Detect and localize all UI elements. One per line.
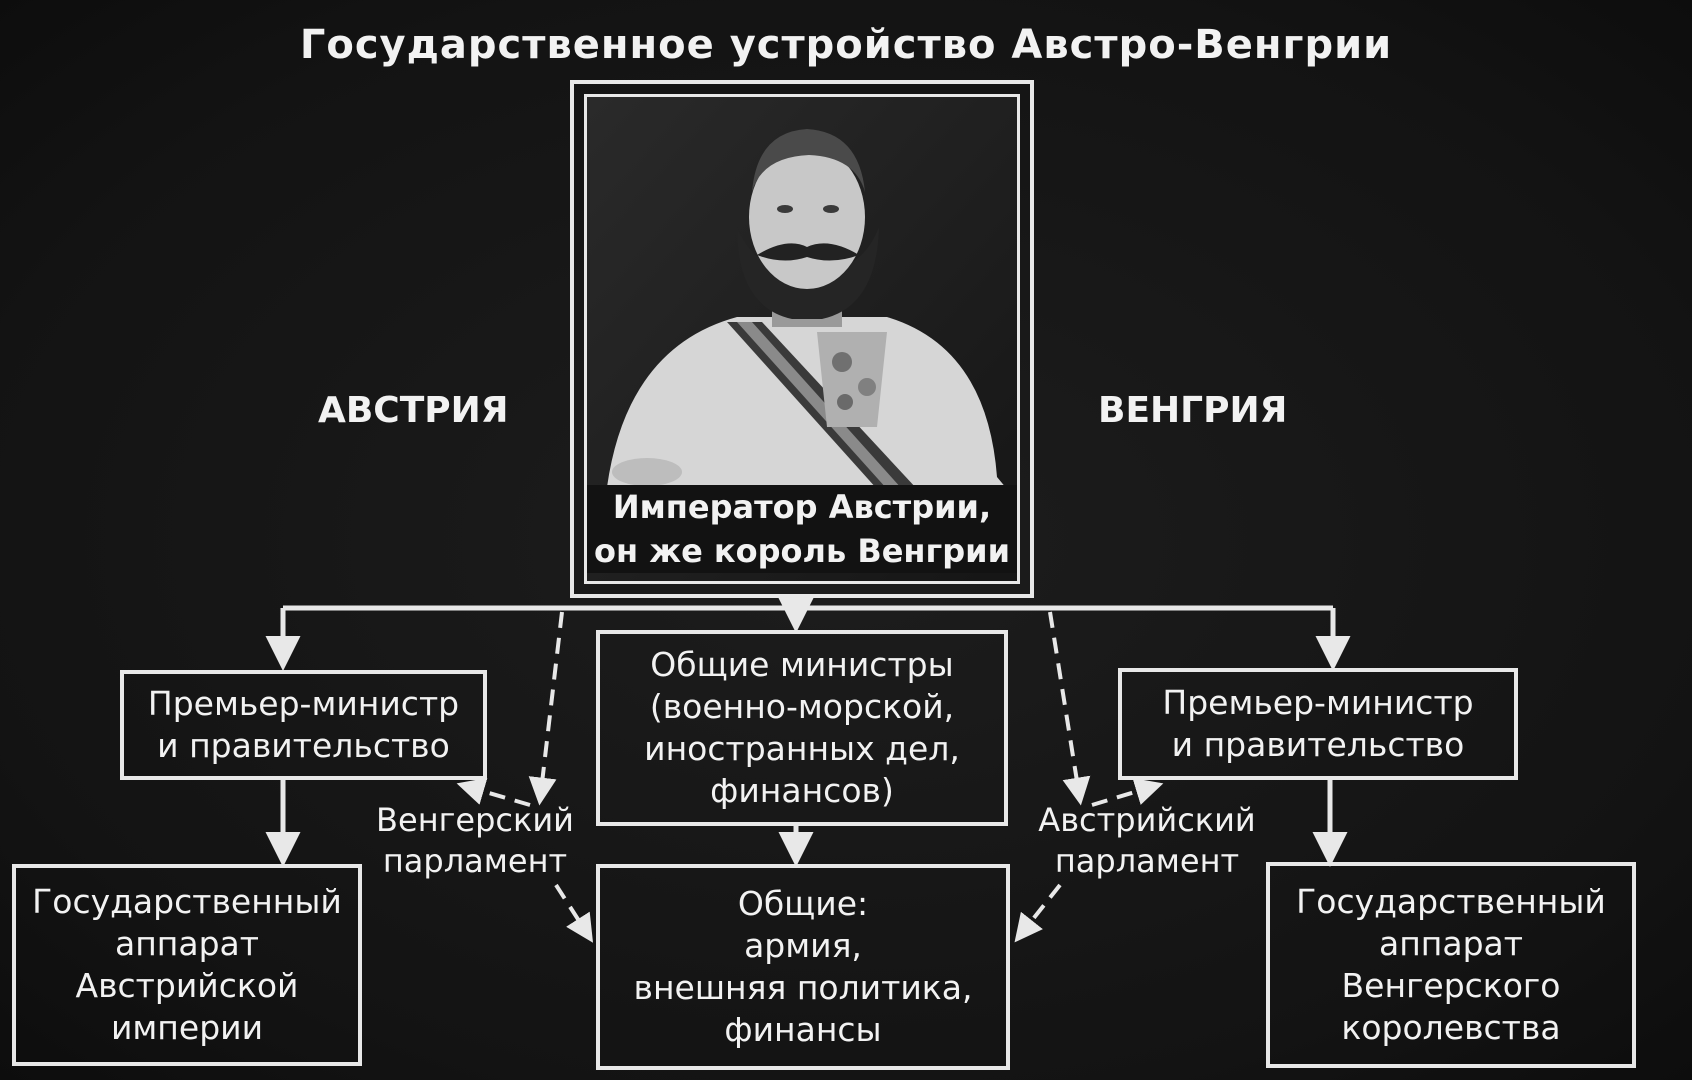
- right-apparatus-line4: королевства: [1341, 1008, 1561, 1047]
- right-apparatus-line1: Государственный: [1296, 882, 1606, 921]
- emperor-caption-line1: Император Австрии,: [612, 488, 992, 526]
- common-ministers-line1: Общие министры: [650, 645, 954, 684]
- common-ministers-box: Общие министры (военно-морской, иностран…: [596, 630, 1008, 826]
- common-affairs-line1: Общие:: [737, 884, 869, 923]
- left-apparatus-line4: империи: [110, 1008, 264, 1047]
- left-apparatus-line2: аппарат: [115, 924, 259, 963]
- label-austria: АВСТРИЯ: [318, 390, 509, 431]
- left-apparatus-line1: Государственный: [32, 882, 342, 921]
- right-government-box: Премьер-министр и правительство: [1118, 668, 1518, 780]
- dashed-austrian-parliament-to-common-affairs: [1014, 883, 1062, 943]
- common-ministers-line3: иностранных дел,: [644, 729, 960, 768]
- left-apparatus-box: Государственный аппарат Австрийской импе…: [12, 864, 362, 1066]
- left-government-box: Премьер-министр и правительство: [120, 670, 487, 780]
- hungarian-parliament-line2: парламент: [382, 842, 568, 880]
- diagram-title: Государственное устройство Австро-Венгри…: [299, 22, 1393, 68]
- emperor-caption-line2: он же король Венгрии: [594, 532, 1010, 570]
- label-hungary: ВЕНГРИЯ: [1098, 390, 1288, 431]
- common-affairs-line2: армия,: [744, 926, 862, 965]
- emperor-box: Император Австрии, он же король Венгрии: [570, 80, 1034, 598]
- dashed-hungarian-parliament-to-common-affairs: [554, 883, 594, 943]
- dashed-austrian-parliament-to-right-government: [1091, 778, 1164, 807]
- hungarian-parliament-line1: Венгерский: [376, 801, 574, 839]
- hungarian-parliament-label: Венгерский парламент: [360, 800, 590, 882]
- left-apparatus-line3: Австрийской: [75, 966, 299, 1005]
- right-apparatus-line3: Венгерского: [1341, 966, 1561, 1005]
- emperor-portrait: Император Австрии, он же король Венгрии: [584, 94, 1020, 584]
- dashed-emperor-to-hungarian-parliament: [528, 611, 564, 806]
- emperor-caption: Император Австрии, он же король Венгрии: [587, 485, 1017, 573]
- right-government-line2: и правительство: [1171, 725, 1465, 764]
- common-ministers-line4: финансов): [710, 771, 894, 810]
- dashed-emperor-to-austrian-parliament: [1048, 611, 1091, 806]
- austrian-parliament-line2: парламент: [1054, 842, 1240, 880]
- common-affairs-line4: финансы: [724, 1010, 882, 1049]
- right-government-line1: Премьер-министр: [1162, 683, 1474, 722]
- left-government-line1: Премьер-министр: [147, 684, 460, 723]
- right-apparatus-box: Государственный аппарат Венгерского коро…: [1266, 862, 1636, 1068]
- common-ministers-line2: (военно-морской,: [649, 687, 955, 726]
- right-apparatus-line2: аппарат: [1379, 924, 1523, 963]
- left-government-line2: и правительство: [157, 726, 450, 765]
- dashed-hungarian-parliament-to-left-government: [456, 777, 531, 807]
- austrian-parliament-label: Австрийский парламент: [1012, 800, 1282, 882]
- common-affairs-line3: внешняя политика,: [633, 968, 973, 1007]
- common-affairs-box: Общие: армия, внешняя политика, финансы: [596, 864, 1010, 1070]
- austrian-parliament-line1: Австрийский: [1038, 801, 1256, 839]
